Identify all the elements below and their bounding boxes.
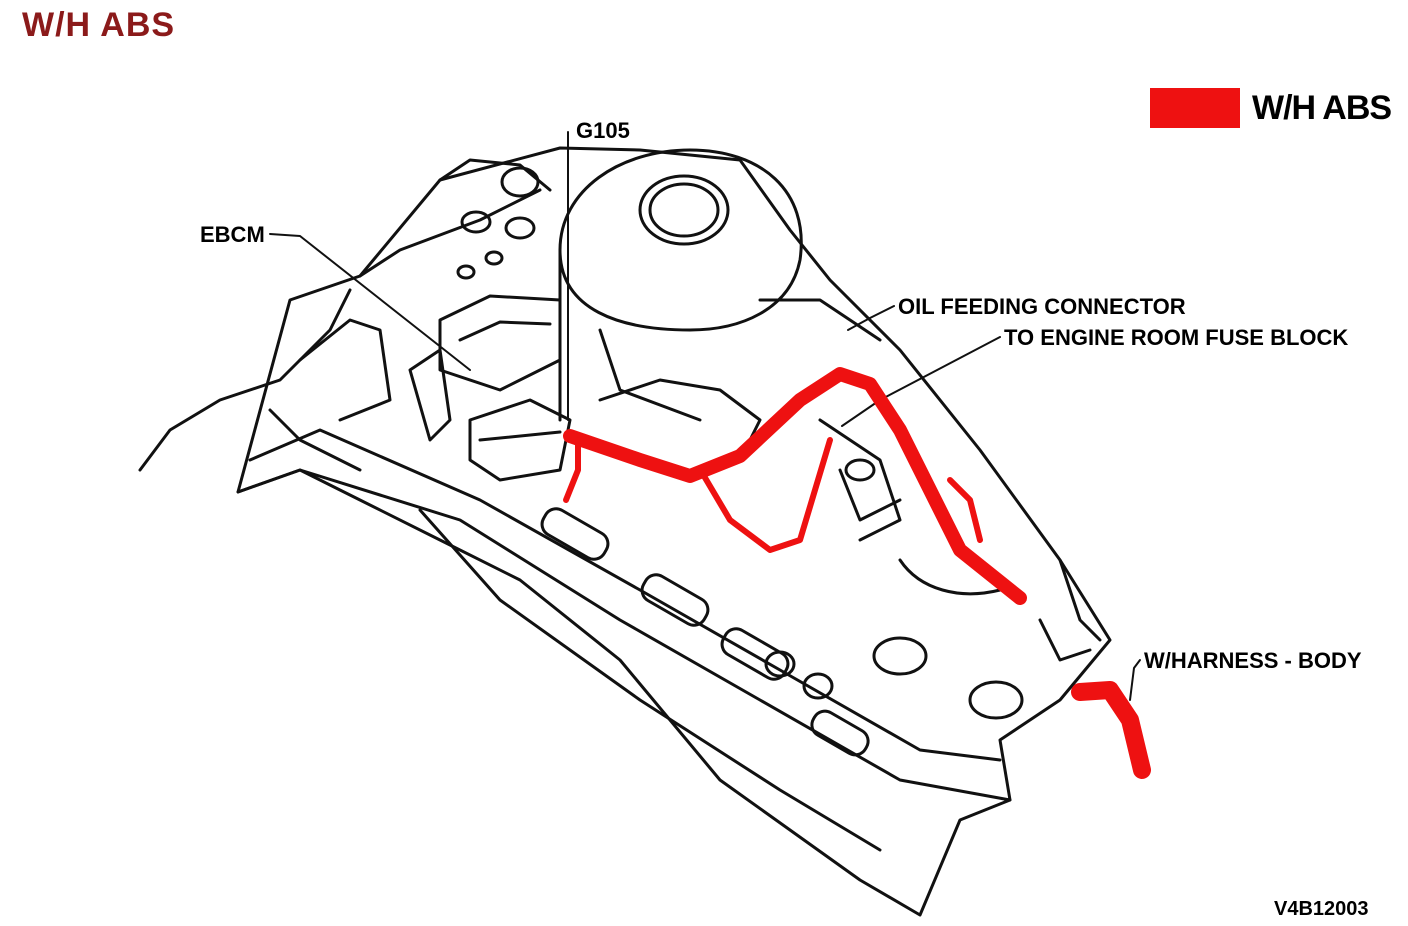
label-wharness-body: W/HARNESS - BODY (1144, 648, 1362, 673)
panel-hole-3 (504, 216, 536, 240)
air-cleaner (558, 148, 803, 332)
panel-hole-4 (484, 250, 504, 266)
panel-hole-1 (500, 166, 540, 198)
leader-oil (847, 305, 895, 331)
label-g105: G105 (576, 118, 630, 143)
harness-branch-connector (947, 477, 983, 543)
legend: W/H ABS (1150, 88, 1392, 128)
label-to-engine-room-fuse-block: TO ENGINE ROOM FUSE BLOCK (1004, 325, 1349, 350)
rail-edge (418, 508, 882, 852)
leader-body (1129, 659, 1141, 701)
ebcm-box (438, 294, 562, 392)
label-oil-feeding-connector: OIL FEEDING CONNECTOR (898, 294, 1186, 319)
reservoir-cap (844, 458, 876, 482)
panel-hole-5 (456, 264, 476, 280)
label-ebcm: EBCM (200, 222, 265, 247)
strut-tower (358, 188, 542, 278)
brake-line (138, 288, 352, 472)
legend-swatch (1150, 88, 1240, 128)
harness-branch-loop (701, 437, 833, 553)
legend-label: W/H ABS (1252, 88, 1392, 127)
body-outline (236, 146, 1112, 917)
page-title: W/H ABS (22, 6, 176, 44)
leader-ebcm (269, 233, 471, 371)
panel-hole-2 (460, 210, 492, 234)
rail-slot-2 (640, 573, 710, 627)
front-rail-inner (248, 428, 1002, 762)
air-cleaner-top (638, 174, 730, 246)
rail-slot-4 (810, 709, 870, 757)
front-rail (236, 468, 1012, 802)
floor-hole-1 (872, 636, 928, 676)
rail-slot-3 (720, 627, 790, 681)
harness-body (1071, 681, 1151, 779)
rail-slot-1 (540, 507, 610, 561)
figure-code: V4B12003 (1274, 898, 1369, 920)
harness-main (563, 367, 1027, 605)
harness-branch-g105 (563, 437, 581, 503)
floor-hole-2 (968, 680, 1024, 720)
modulator-block (468, 398, 572, 482)
